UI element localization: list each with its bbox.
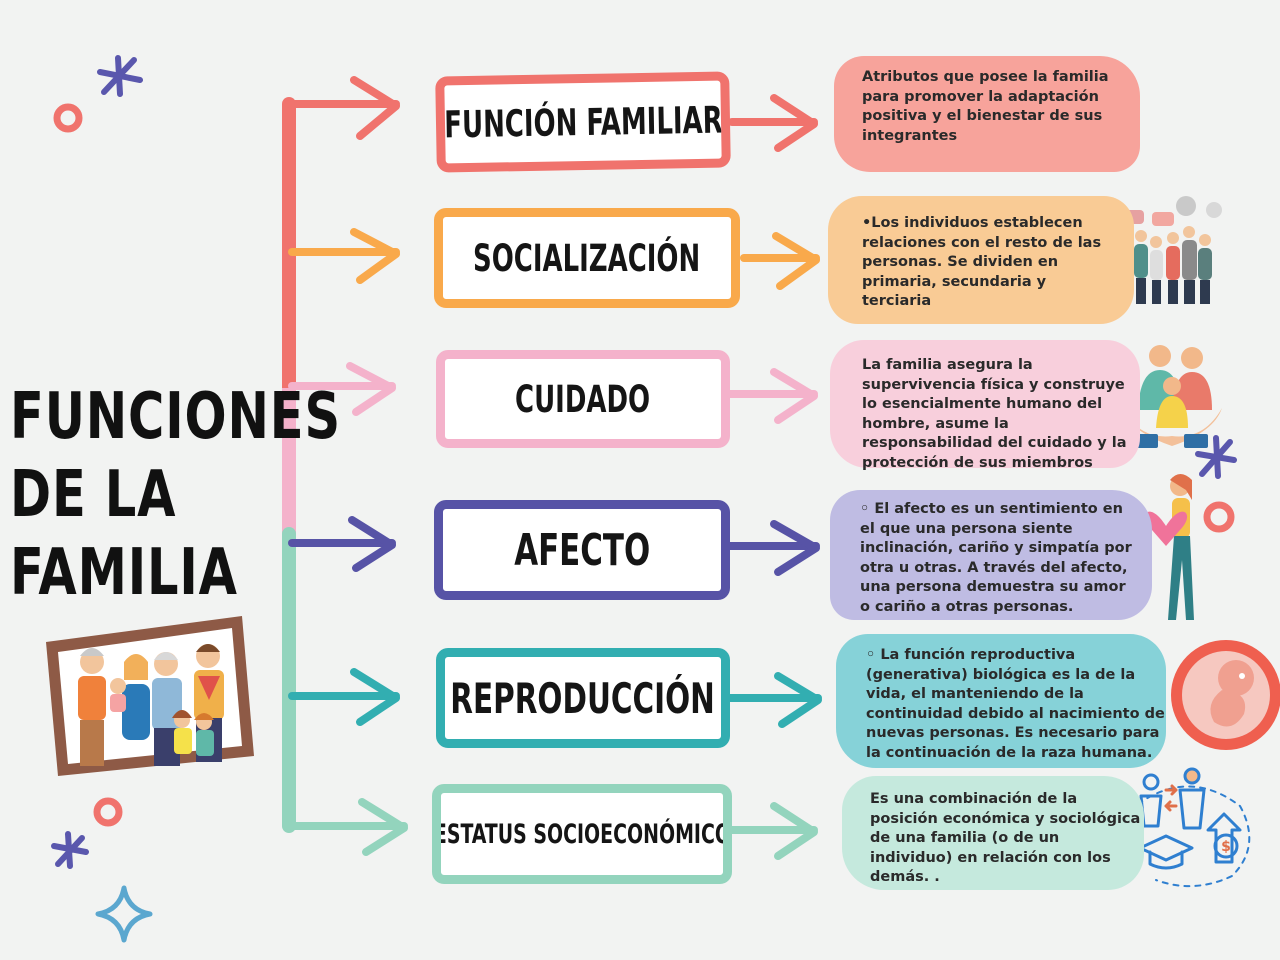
- box-estatus-socioeconomico: ESTATUS SOCIOECONÓMICO: [432, 784, 732, 884]
- connector-arrow: [728, 802, 818, 860]
- description-text: ◦ El afecto es un sentimiento en el que …: [860, 501, 1132, 615]
- description-cuidado: La familia asegura la supervivencia físi…: [830, 340, 1140, 471]
- box-cuidado: CUIDADO: [436, 350, 730, 448]
- connector-arrow: [726, 672, 822, 728]
- box-label: ESTATUS SOCIOECONÓMICO: [433, 818, 731, 850]
- description-text: Es una combinación de la posición económ…: [870, 791, 1141, 885]
- box-label: REPRODUCCIÓN: [450, 673, 716, 723]
- branch-arrow: [285, 76, 400, 140]
- asterisk-icon: [51, 831, 89, 869]
- box-label: FUNCIÓN FAMILIAR: [443, 98, 723, 146]
- box-label: SOCIALIZACIÓN: [473, 236, 701, 280]
- description-text: La familia asegura la supervivencia físi…: [862, 357, 1127, 471]
- main-title-line3: FAMILIA: [10, 536, 238, 610]
- woman-with-heart-icon: [1144, 474, 1194, 620]
- description-funcion-familiar: Atributos que posee la familia para prom…: [834, 56, 1140, 172]
- description-text: •Los individuos establecen relaciones co…: [862, 215, 1102, 309]
- box-reproduccion: REPRODUCCIÓN: [436, 648, 730, 748]
- branch-arrow: [288, 798, 408, 856]
- box-label: AFECTO: [513, 524, 651, 576]
- branch-arrow: [288, 668, 400, 726]
- branch-arrow: [288, 516, 396, 572]
- description-reproduccion: ◦ La función reproductiva (generativa) b…: [836, 634, 1166, 768]
- box-label: CUIDADO: [515, 377, 651, 421]
- box-funcion-familiar: FUNCIÓN FAMILIAR: [435, 71, 731, 173]
- connector-arrow: [726, 368, 818, 424]
- svg-text:$: $: [1221, 839, 1231, 855]
- connector-arrow: [728, 94, 818, 152]
- family-in-hands-icon: [1122, 345, 1222, 448]
- sparkle-icon: [95, 885, 153, 943]
- description-text: ◦ La función reproductiva (generativa) b…: [866, 647, 1165, 761]
- connector-arrow: [740, 232, 820, 290]
- box-afecto: AFECTO: [434, 500, 730, 600]
- circle-icon: [93, 797, 123, 827]
- branch-arrow: [288, 228, 400, 284]
- asterisk-icon: [97, 55, 143, 97]
- description-text: Atributos que posee la familia para prom…: [862, 69, 1109, 144]
- socioeconomic-status-icon: $: [1137, 767, 1251, 888]
- main-title: FUNCIONES DE LA FAMILIA: [10, 378, 341, 612]
- family-portrait-icon: [46, 616, 254, 776]
- main-title-line2: DE LA: [10, 458, 177, 532]
- circle-icon: [53, 103, 83, 133]
- fetus-icon: [1171, 640, 1280, 750]
- people-talking-icon: [1124, 196, 1222, 304]
- box-socializacion: SOCIALIZACIÓN: [434, 208, 740, 308]
- connector-arrow: [726, 520, 820, 576]
- description-socializacion: •Los individuos establecen relaciones co…: [828, 196, 1134, 324]
- main-title-line1: FUNCIONES: [10, 380, 341, 454]
- asterisk-icon: [1195, 435, 1237, 479]
- description-estatus-socioeconomico: Es una combinación de la posición económ…: [842, 776, 1144, 890]
- circle-icon: [1203, 501, 1235, 533]
- description-afecto: ◦ El afecto es un sentimiento en el que …: [830, 490, 1152, 620]
- branch-arrow: [288, 362, 396, 416]
